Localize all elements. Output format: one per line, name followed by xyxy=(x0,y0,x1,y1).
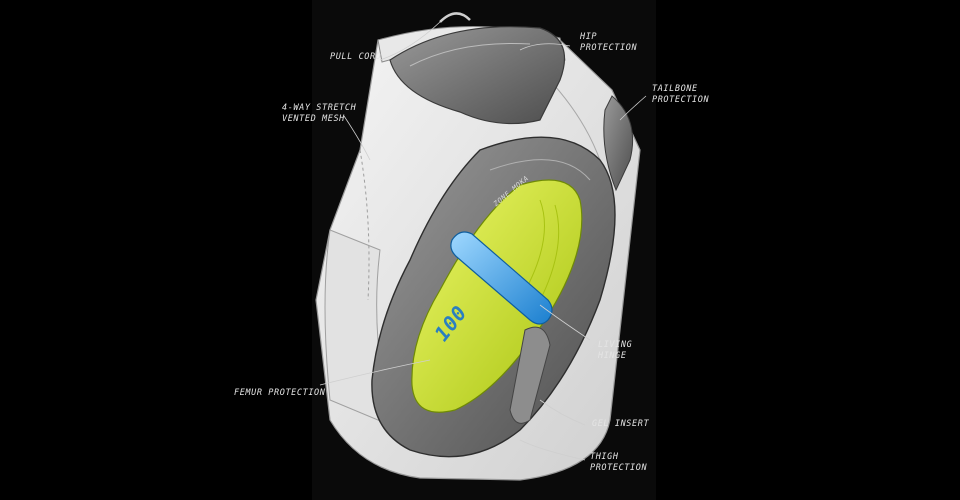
label-living-hinge: LIVING HINGE xyxy=(598,340,633,361)
label-hip-protection: HIP PROTECTION xyxy=(580,32,638,53)
label-tailbone-protection: TAILBONE PROTECTION xyxy=(652,84,710,105)
tailbone-pad xyxy=(603,95,634,192)
label-pull-cord: PULL CORD xyxy=(330,52,382,62)
pull-cord xyxy=(439,12,471,23)
hip-pad xyxy=(389,26,566,125)
label-thigh-protection: THIGH PROTECTION xyxy=(590,452,648,473)
label-gel-insert: GEL INSERT xyxy=(592,419,650,429)
gel-insert-pad xyxy=(411,179,583,413)
living-hinge xyxy=(450,231,553,325)
label-vented-mesh: 4-WAY STRETCH VENTED MESH xyxy=(282,103,357,124)
leader-lines xyxy=(319,21,647,461)
label-femur-protection: FEMUR PROTECTION xyxy=(234,388,326,398)
fabric-seam xyxy=(359,149,370,301)
gel-insert-side xyxy=(509,326,551,424)
